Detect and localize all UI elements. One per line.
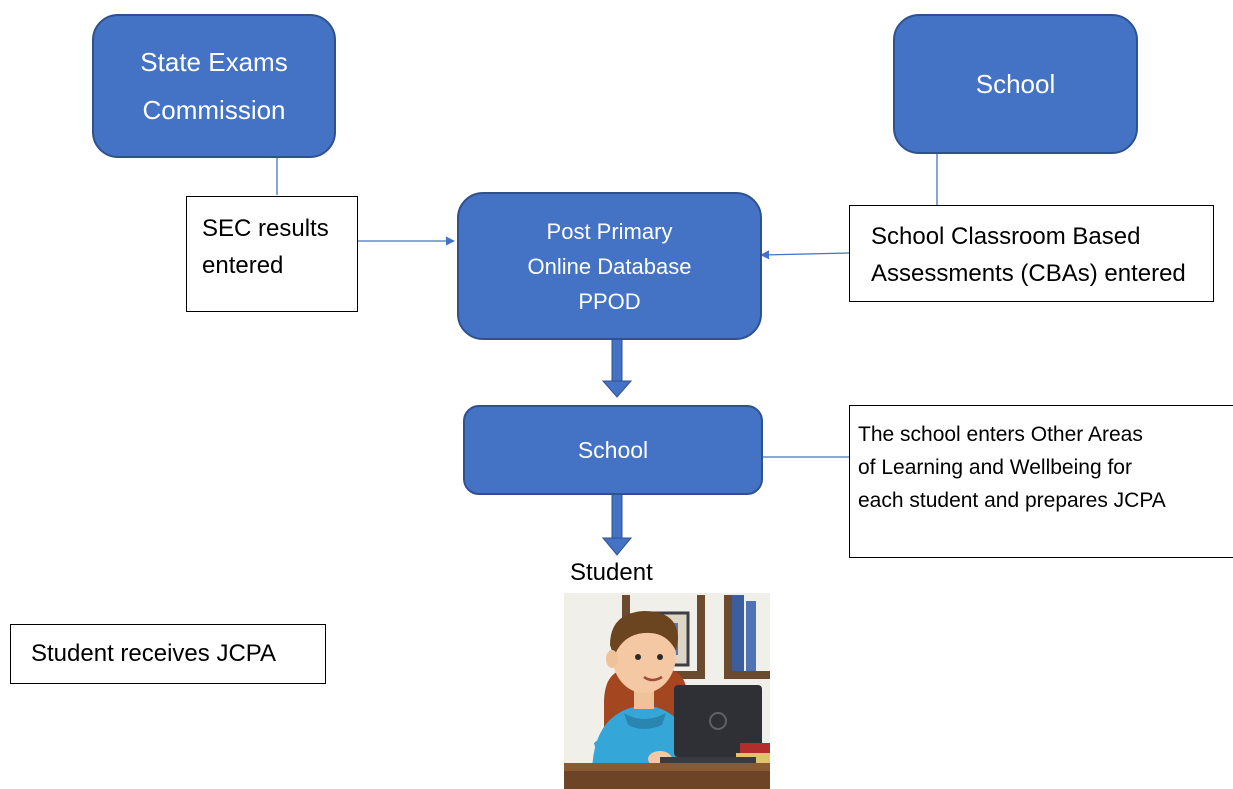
student-caption: Student [570, 559, 653, 586]
note-text-line: The school enters Other Areas [858, 423, 1143, 446]
school-to-student-block-arrow [601, 493, 633, 556]
school-middle-node: School [463, 405, 763, 495]
state-exams-commission-node: State Exams Commission [92, 14, 336, 158]
school-top-node: School [893, 14, 1138, 154]
note-text-line: of Learning and Wellbeing for [858, 456, 1132, 479]
node-text-line: State Exams [140, 47, 288, 77]
ppod-to-school-block-arrow [601, 338, 633, 398]
node-text-line: Online Database [527, 253, 692, 279]
cba-arrow [760, 250, 850, 260]
laptop-icon [674, 685, 762, 757]
note-text-line: SEC results [202, 215, 329, 242]
node-text-line: Post Primary [546, 218, 673, 244]
note-text-line: each student and prepares JCPA [858, 489, 1166, 512]
note-text-line: entered [202, 252, 284, 279]
student-receives-note: Student receives JCPA [10, 624, 326, 684]
other-areas-note: The school enters Other Areas of Learnin… [849, 405, 1233, 558]
cba-note: School Classroom Based Assessments (CBAs… [849, 205, 1214, 302]
sec-results-note: SEC results entered [186, 196, 358, 312]
ppod-node: Post Primary Online Database PPOD [457, 192, 762, 340]
node-text-line: Commission [142, 95, 286, 125]
note-text-line: Student receives JCPA [31, 640, 277, 667]
node-text-line: School [975, 68, 1056, 99]
node-text-line: School [577, 436, 649, 463]
note-text-line: School Classroom Based [871, 223, 1141, 250]
note-text-line: Assessments (CBAs) entered [871, 260, 1186, 287]
student-at-laptop-illustration [564, 593, 770, 789]
node-text-line: PPOD [578, 288, 641, 314]
